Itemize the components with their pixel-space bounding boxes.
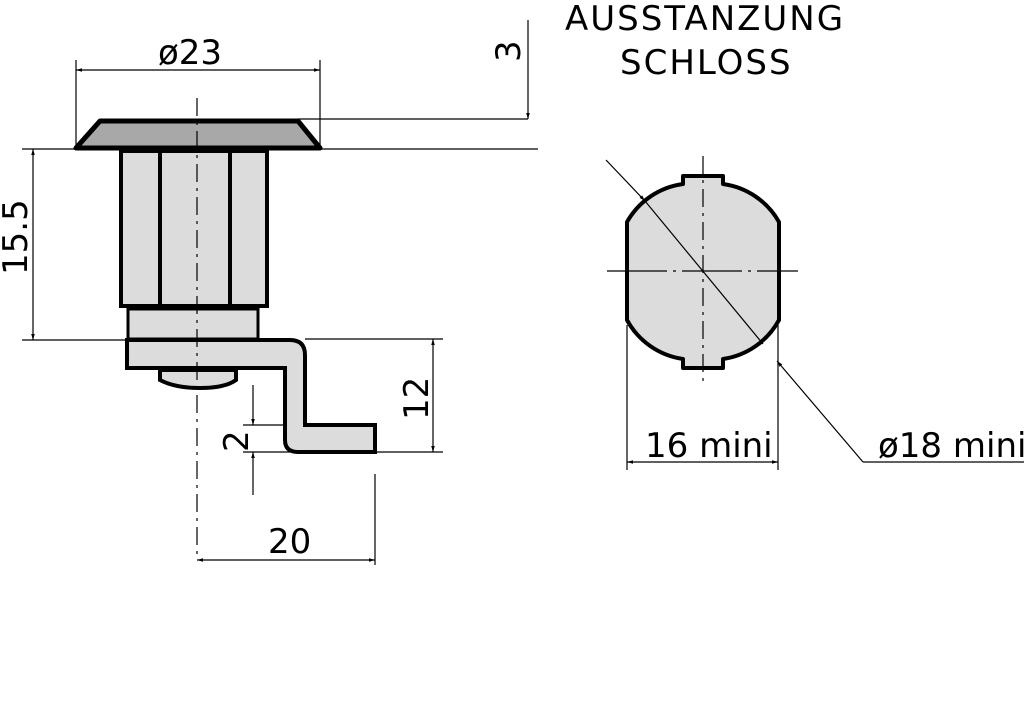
lock-side-view xyxy=(73,98,377,560)
title-line-1: AUSSTANZUNG xyxy=(565,0,845,39)
dim-length-20: 20 xyxy=(268,522,311,562)
dim-thickness-2: 2 xyxy=(217,430,257,452)
title-line-2: SCHLOSS xyxy=(620,43,793,83)
dim-length-15-5: 15.5 xyxy=(0,199,36,275)
cutout-dimension-labels: 16 mini ø18 mini xyxy=(645,426,1024,466)
cutout-dimensions xyxy=(605,159,1024,470)
side-dimensions xyxy=(22,20,538,565)
side-dimension-labels: ø23 3 15.5 12 2 20 xyxy=(0,33,529,562)
nut xyxy=(158,368,238,391)
flange xyxy=(73,118,323,151)
dim-height-3: 3 xyxy=(489,40,529,62)
dim-diameter-23: ø23 xyxy=(158,33,222,73)
dim-diameter-18-mini: ø18 mini xyxy=(878,426,1024,466)
neck xyxy=(126,307,260,341)
hex-body xyxy=(119,149,269,308)
dim-offset-12: 12 xyxy=(397,377,437,420)
cutout-title: AUSSTANZUNG SCHLOSS xyxy=(565,0,845,83)
dim-width-16-mini: 16 mini xyxy=(645,426,773,466)
